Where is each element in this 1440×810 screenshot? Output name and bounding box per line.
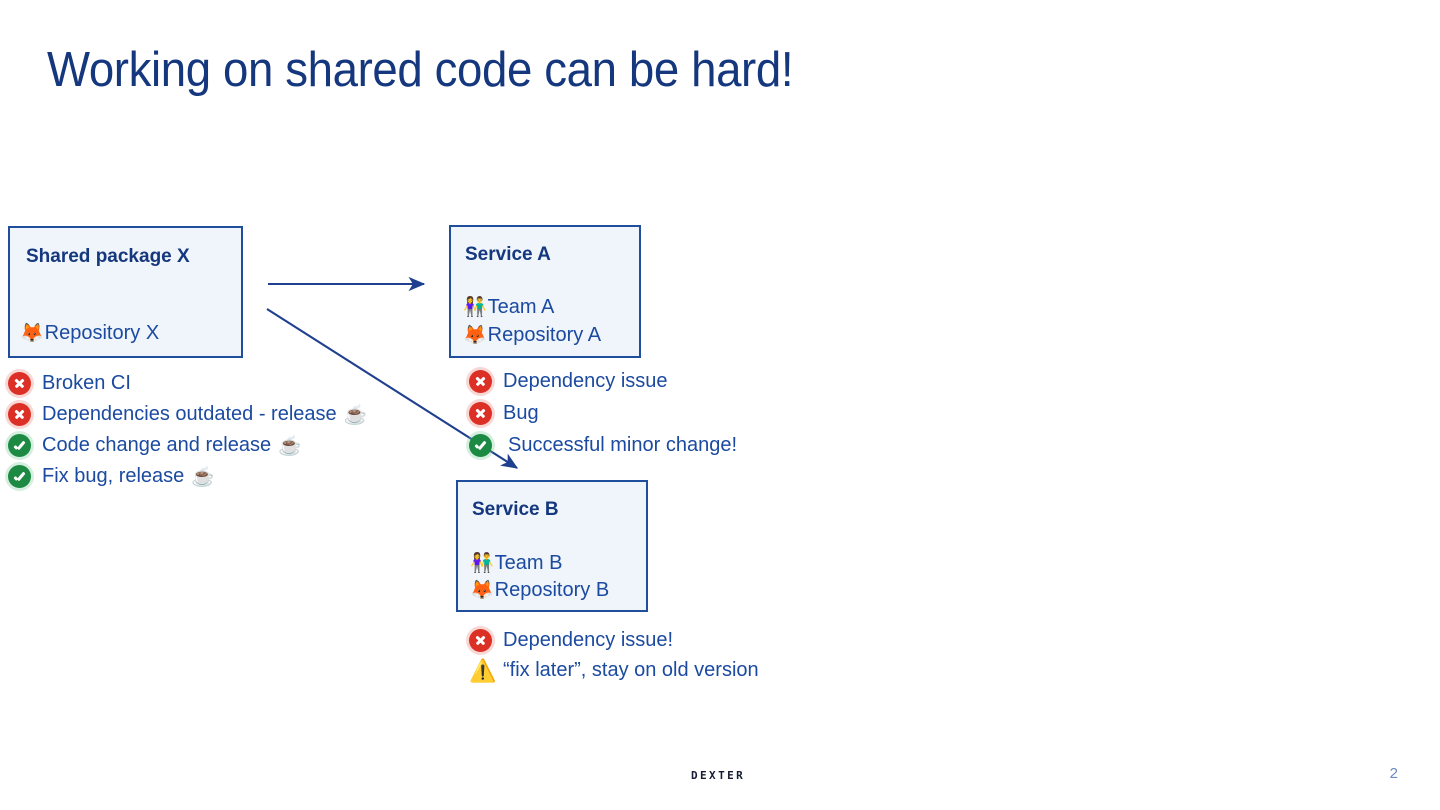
node-title-service-b: Service B bbox=[472, 499, 559, 520]
shared-package-repository-line: 🦊 Repository X bbox=[20, 322, 159, 345]
gitlab-fox-icon: 🦊 bbox=[463, 325, 487, 346]
status-item: Broken CI bbox=[8, 368, 367, 399]
error-circle-icon bbox=[8, 403, 31, 426]
status-item-label: Dependency issue! bbox=[503, 628, 674, 651]
warning-triangle-icon: ⚠️ bbox=[469, 657, 497, 683]
success-circle-icon bbox=[8, 465, 31, 488]
service-b-team-label: Team B bbox=[494, 552, 563, 574]
node-title-service-a: Service A bbox=[465, 244, 551, 265]
service-a-team-line: 👫 Team A bbox=[463, 296, 554, 319]
status-item-label: Dependency issue bbox=[503, 369, 668, 392]
status-item-label: Successful minor change! bbox=[508, 433, 738, 456]
status-item: Fix bug, release ☕ bbox=[8, 461, 367, 492]
status-item-label: “fix later”, stay on old version bbox=[503, 658, 759, 681]
node-service-b[interactable]: Service B 👫 Team B 🦊 Repository B bbox=[456, 480, 648, 612]
status-list-shared-package: Broken CI Dependencies outdated - release… bbox=[8, 368, 367, 492]
status-item-label: Code change and release bbox=[42, 434, 272, 456]
service-b-repository-label: Repository B bbox=[494, 579, 610, 601]
service-b-team-line: 👫 Team B bbox=[470, 552, 562, 575]
node-shared-package-x[interactable]: Shared package X 🦊 Repository X bbox=[8, 226, 243, 358]
coffee-icon: ☕ bbox=[191, 466, 215, 488]
success-circle-icon bbox=[8, 434, 31, 457]
people-holding-hands-icon: 👫 bbox=[463, 297, 487, 318]
page-title: Working on shared code can be hard! bbox=[47, 43, 794, 97]
status-item: Dependencies outdated - release ☕ bbox=[8, 399, 367, 430]
footer-logo: DEXTER bbox=[691, 769, 746, 782]
status-item-label: Bug bbox=[503, 401, 539, 424]
status-item: Successful minor change! bbox=[469, 429, 737, 461]
status-item: Bug bbox=[469, 397, 737, 429]
service-a-repository-line: 🦊 Repository A bbox=[463, 324, 601, 347]
page-number: 2 bbox=[1389, 765, 1398, 782]
coffee-icon: ☕ bbox=[343, 404, 368, 426]
success-circle-icon bbox=[469, 433, 492, 457]
status-item-label: Dependencies outdated - release bbox=[42, 403, 337, 425]
status-item: Dependency issue! bbox=[469, 625, 759, 655]
status-list-service-b: Dependency issue! ⚠️ “fix later”, stay on … bbox=[469, 625, 759, 685]
gitlab-fox-icon: 🦊 bbox=[20, 323, 44, 344]
status-item: Dependency issue bbox=[469, 365, 737, 397]
coffee-icon: ☕ bbox=[278, 435, 302, 457]
status-item-label: Broken CI bbox=[42, 372, 131, 394]
error-circle-icon bbox=[469, 369, 492, 393]
gitlab-fox-icon: 🦊 bbox=[470, 580, 494, 601]
status-item: ⚠️ “fix later”, stay on old version bbox=[469, 655, 759, 685]
error-circle-icon bbox=[8, 372, 31, 395]
status-item-label: Fix bug, release bbox=[42, 465, 185, 487]
status-item: Code change and release ☕ bbox=[8, 430, 367, 461]
error-circle-icon bbox=[469, 401, 492, 425]
people-holding-hands-icon: 👫 bbox=[470, 553, 494, 574]
service-a-team-label: Team A bbox=[487, 296, 555, 318]
service-b-repository-line: 🦊 Repository B bbox=[470, 579, 609, 602]
service-a-repository-label: Repository A bbox=[487, 324, 602, 346]
node-service-a[interactable]: Service A 👫 Team A 🦊 Repository A bbox=[449, 225, 641, 358]
error-circle-icon bbox=[469, 628, 492, 652]
shared-package-repository-label: Repository X bbox=[44, 322, 160, 344]
node-title-shared-package-x: Shared package X bbox=[26, 246, 190, 267]
